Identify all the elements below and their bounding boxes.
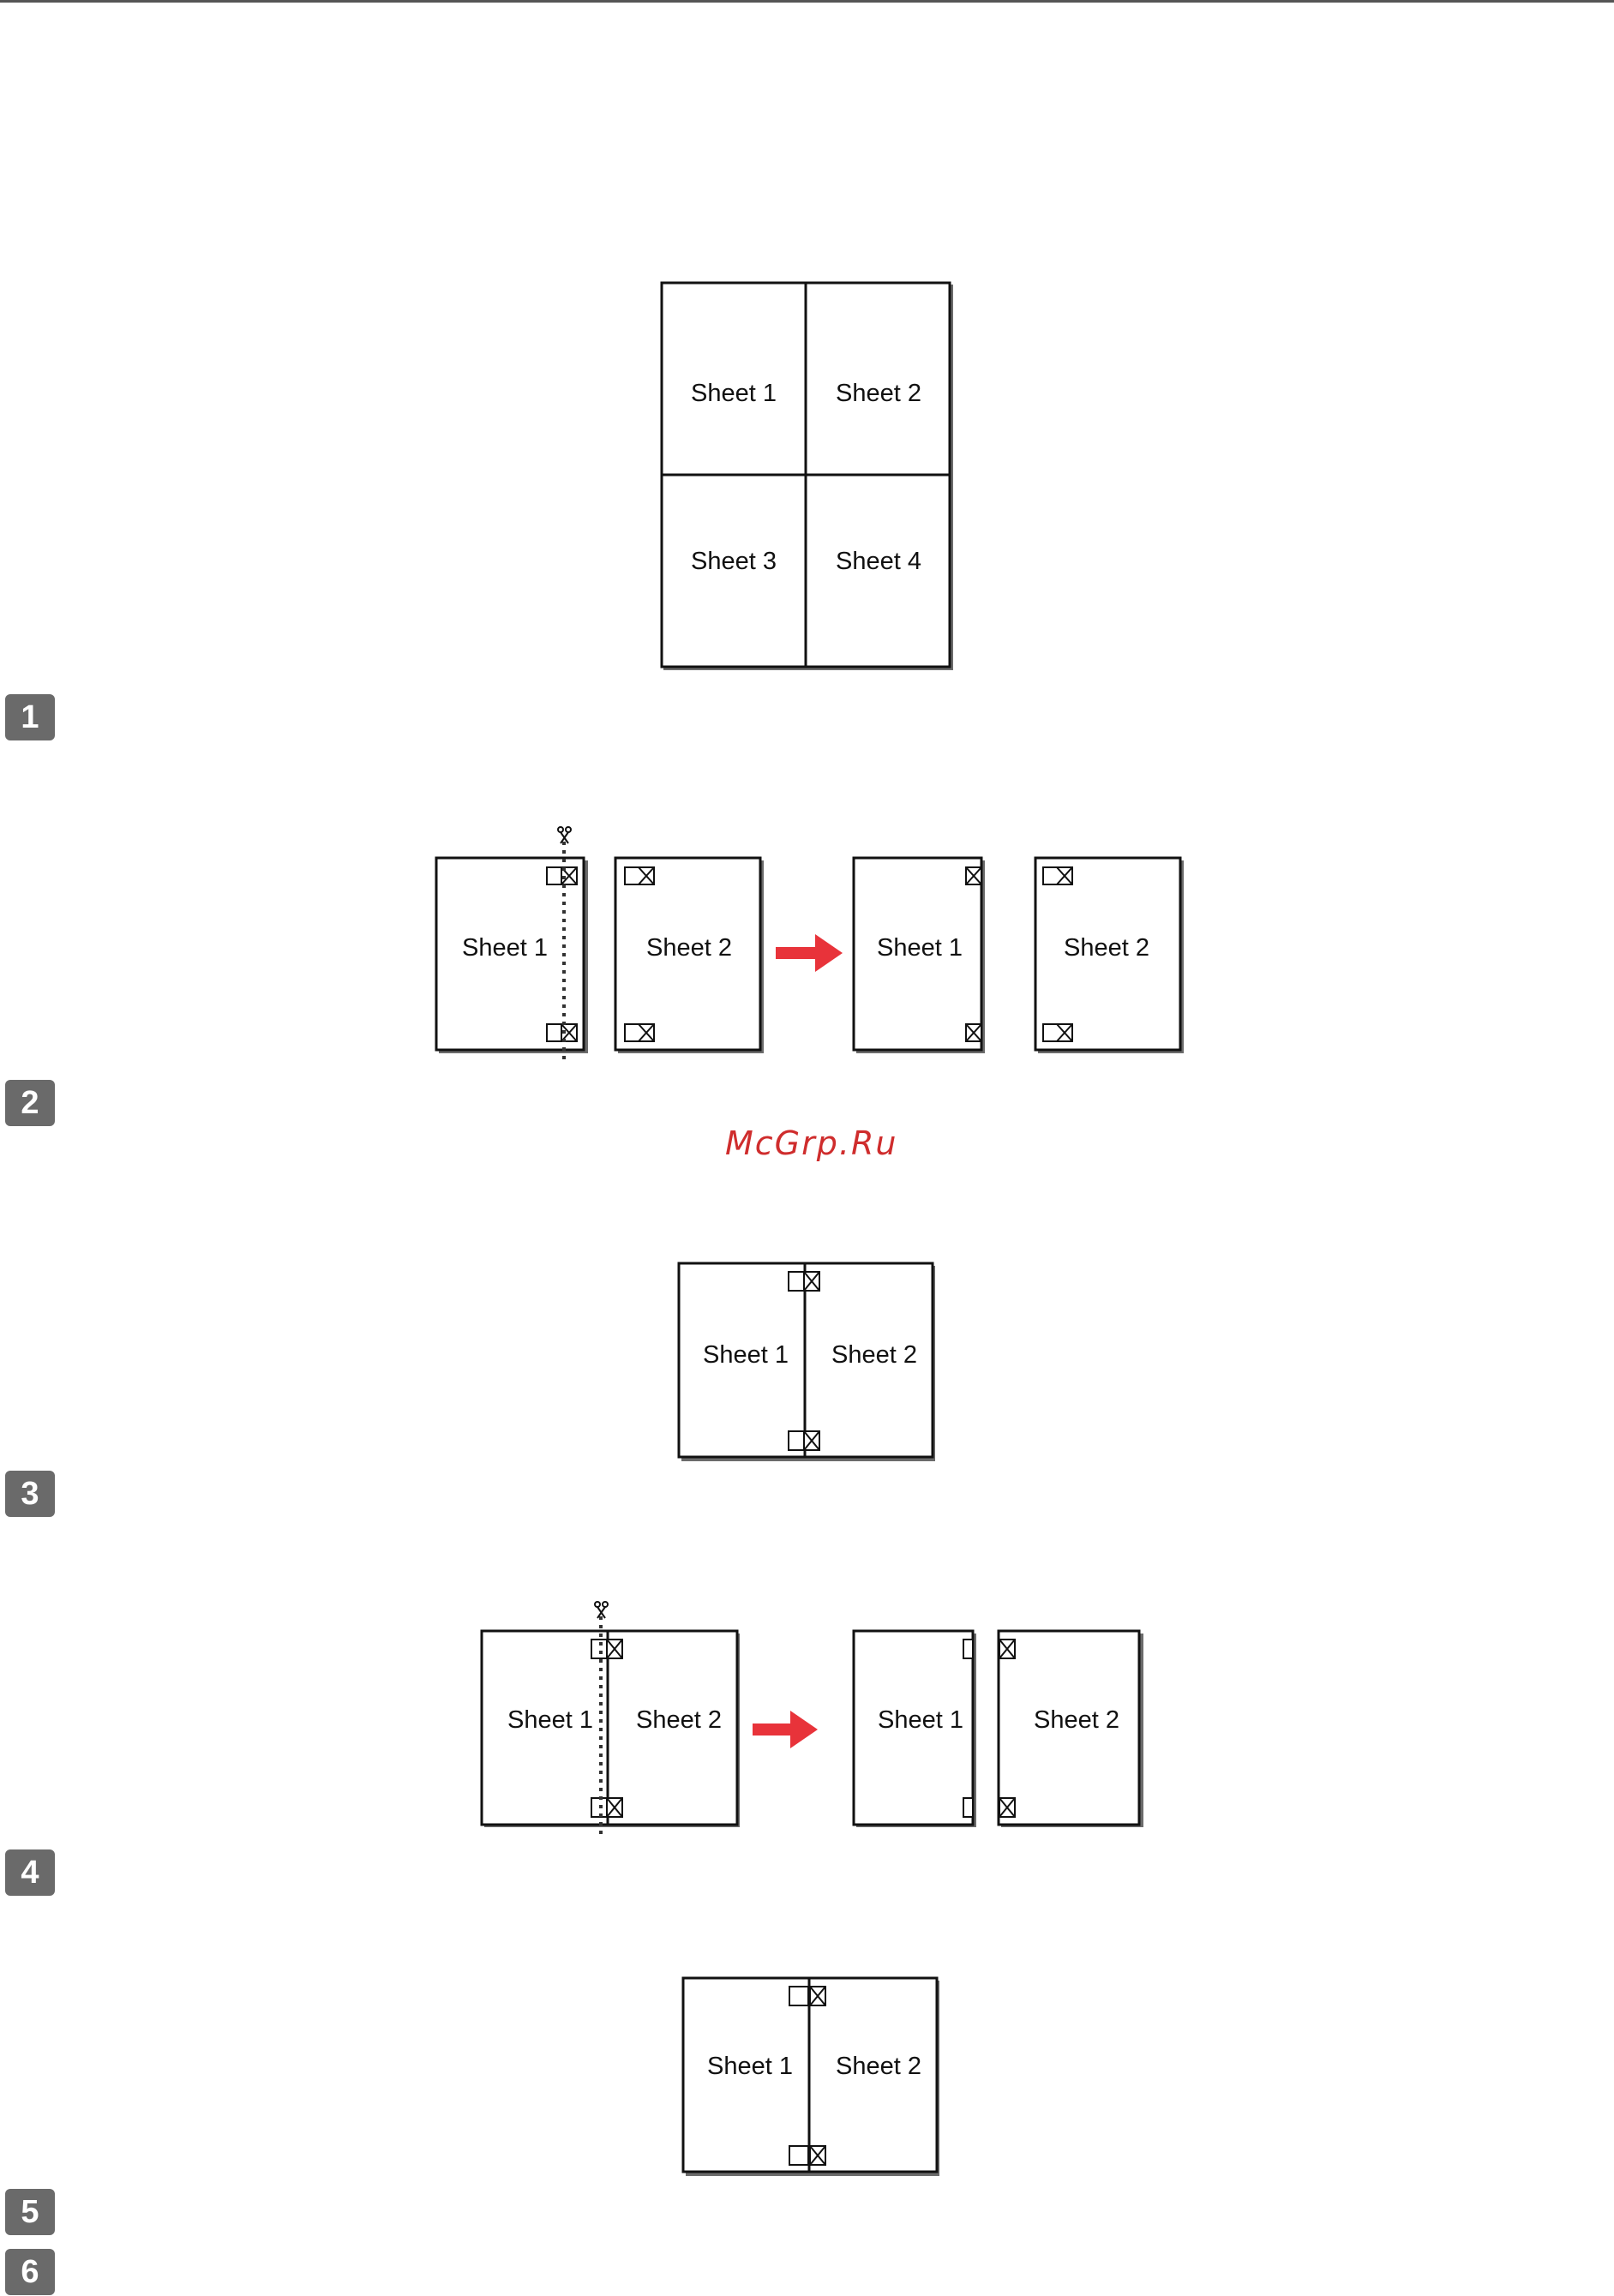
top-rule [0, 0, 1614, 3]
scissors-icon [558, 827, 571, 843]
sheet-1-before: Sheet 1 [436, 827, 588, 1063]
poster-layout-figure: Sheet 1 Sheet 2 Sheet 3 Sheet 4 [660, 281, 955, 672]
final-joined-sheets-figure: Sheet 1 Sheet 2 [681, 1976, 940, 2177]
layout-sheet-3-label: Sheet 3 [691, 548, 777, 575]
sheet-1-after-label: Sheet 1 [877, 934, 963, 962]
alignment-mark-icon [999, 1798, 1015, 1817]
step-badge-3: 3 [5, 1471, 55, 1517]
alignment-mark-icon [789, 2146, 825, 2165]
final-sheet-2-label: Sheet 2 [836, 2053, 921, 2080]
joined-sheets-before: Sheet 1 Sheet 2 [482, 1602, 740, 1837]
cut-before-sheet-2-label: Sheet 2 [636, 1706, 722, 1734]
layout-sheet-2-label: Sheet 2 [836, 380, 921, 407]
alignment-mark-icon [999, 1640, 1015, 1658]
alignment-mark-icon [963, 1798, 973, 1817]
alignment-mark-icon [789, 1272, 819, 1291]
step-badge-6: 6 [5, 2249, 55, 2295]
alignment-mark-icon [789, 1987, 825, 2005]
scissors-icon [595, 1602, 608, 1618]
layout-sheet-1-label: Sheet 1 [691, 380, 777, 407]
final-sheet-1-label: Sheet 1 [707, 2053, 793, 2080]
alignment-mark-icon [625, 867, 654, 884]
alignment-mark-icon [1043, 867, 1072, 884]
cut-joined-sheets-figure: Sheet 1 Sheet 2 Sheet 1 [480, 1599, 1149, 1839]
cut-after-sheet-1-label: Sheet 1 [878, 1706, 963, 1734]
layout-sheet-4-label: Sheet 4 [836, 548, 921, 575]
sheet-2-after-label: Sheet 2 [1064, 934, 1149, 962]
right-arrow-icon [776, 934, 843, 972]
alignment-mark-icon [966, 867, 981, 884]
sheet-1-before-label: Sheet 1 [462, 934, 548, 962]
alignment-mark-icon [625, 1024, 654, 1041]
cut-before-sheet-1-label: Sheet 1 [507, 1706, 593, 1734]
alignment-mark-icon [591, 1798, 622, 1817]
sheet-2-before: Sheet 2 [615, 858, 764, 1053]
joined-sheet-1-label: Sheet 1 [703, 1341, 789, 1369]
cut-sheets-figure: Sheet 1 [433, 824, 1187, 1073]
watermark-text: McGrp.Ru [725, 1124, 897, 1162]
step-badge-1: 1 [5, 694, 55, 740]
joined-sheet-2-label: Sheet 2 [831, 1341, 917, 1369]
sheet-1-after: Sheet 1 [854, 858, 985, 1053]
step-badge-2: 2 [5, 1080, 55, 1126]
cut-after-sheet-2-label: Sheet 2 [1034, 1706, 1119, 1734]
alignment-mark-icon [591, 1640, 622, 1658]
alignment-mark-icon [1043, 1024, 1072, 1041]
step-badge-5: 5 [5, 2189, 55, 2235]
alignment-mark-icon [966, 1024, 981, 1041]
right-arrow-icon [753, 1711, 818, 1748]
sheet-2-before-label: Sheet 2 [646, 934, 732, 962]
sheet-2-after: Sheet 2 [999, 1631, 1143, 1827]
alignment-mark-icon [789, 1431, 819, 1450]
sheet-2-after: Sheet 2 [1035, 858, 1184, 1053]
joined-sheets-figure: Sheet 1 Sheet 2 [677, 1262, 936, 1462]
sheet-1-after: Sheet 1 [854, 1631, 976, 1827]
step-badge-4: 4 [5, 1849, 55, 1896]
alignment-mark-icon [547, 867, 577, 884]
alignment-mark-icon [963, 1640, 973, 1658]
alignment-mark-icon [547, 1024, 577, 1041]
